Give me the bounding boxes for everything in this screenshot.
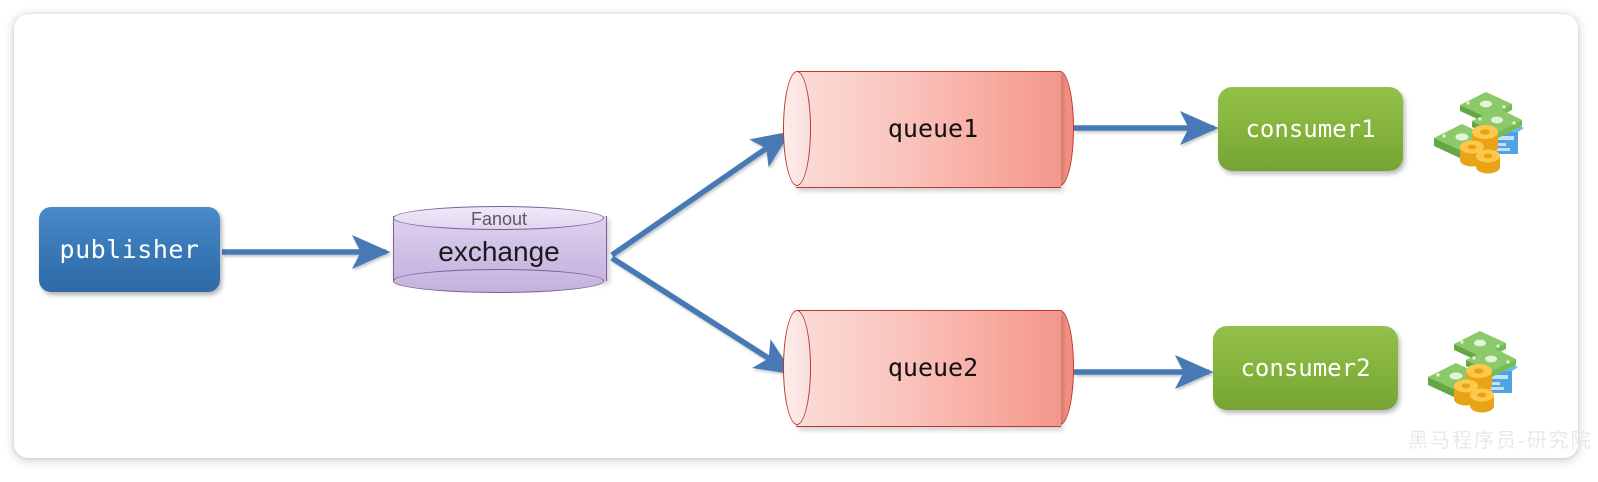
node-queue1[interactable]: queue1 xyxy=(783,71,1074,188)
queue2-cylinder-body xyxy=(796,310,1061,427)
node-queue2-label: queue2 xyxy=(887,353,979,382)
exchange-cylinder-top xyxy=(393,206,604,230)
node-consumer1[interactable]: consumer1 xyxy=(1218,87,1403,171)
node-consumer1-label: consumer1 xyxy=(1245,115,1376,143)
node-queue1-label: queue1 xyxy=(887,114,979,143)
exchange-type-label: Fanout xyxy=(470,209,528,229)
money-icon xyxy=(1434,92,1524,174)
node-consumer2-label: consumer2 xyxy=(1240,354,1371,382)
exchange-cylinder-bottom xyxy=(393,269,604,293)
node-publisher-label: publisher xyxy=(59,235,200,264)
queue1-cylinder-body xyxy=(796,71,1061,188)
watermark: 黑马程序员-研究院 xyxy=(1408,430,1593,452)
coin-stack-icon xyxy=(1460,125,1500,174)
node-publisher[interactable]: publisher xyxy=(39,207,220,292)
node-exchange[interactable]: Fanout exchange xyxy=(393,206,607,293)
node-consumer2[interactable]: consumer2 xyxy=(1213,326,1398,410)
money-icon xyxy=(1428,331,1518,413)
node-queue2[interactable]: queue2 xyxy=(783,310,1074,427)
coin-stack-icon xyxy=(1454,364,1494,413)
node-exchange-label: exchange xyxy=(438,236,560,267)
